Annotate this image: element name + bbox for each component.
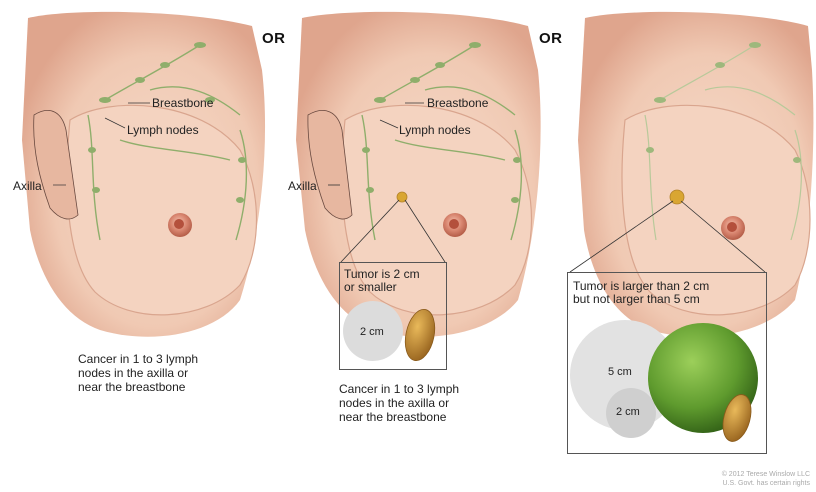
caption-2-line-2: nodes in the axilla or (339, 396, 459, 410)
lymph-nodes-label-1: Lymph nodes (127, 123, 199, 137)
caption-2: Cancer in 1 to 3 lymph nodes in the axil… (339, 382, 459, 424)
axilla-label-1: Axilla (13, 179, 42, 193)
or-separator-1: OR (262, 30, 286, 47)
nipple-center-3 (727, 222, 737, 232)
breastbone-label-2: Breastbone (427, 96, 488, 110)
caption-1: Cancer in 1 to 3 lymph nodes in the axil… (78, 352, 198, 394)
size-label-2cm: 2 cm (360, 325, 384, 339)
credit-line-2: U.S. Govt. has certain rights (660, 479, 810, 488)
size-label-2cm-b: 2 cm (616, 405, 640, 419)
tumor-box-3-line-2: but not larger than 5 cm (573, 293, 709, 306)
or-separator-2: OR (539, 30, 563, 47)
caption-1-line-2: nodes in the axilla or (78, 366, 198, 380)
tumor-box-3-text: Tumor is larger than 2 cm but not larger… (573, 280, 709, 306)
tumor-box-2-line-2: or smaller (344, 281, 420, 294)
breastbone-label-1: Breastbone (152, 96, 213, 110)
caption-2-line-1: Cancer in 1 to 3 lymph (339, 382, 459, 396)
panel-1-illustration (22, 12, 265, 337)
copyright-credit: © 2012 Terese Winslow LLC U.S. Govt. has… (660, 470, 810, 488)
tumor-box-2-text: Tumor is 2 cm or smaller (344, 268, 420, 294)
caption-1-line-1: Cancer in 1 to 3 lymph (78, 352, 198, 366)
caption-1-line-3: near the breastbone (78, 380, 198, 394)
nipple-center-1 (174, 219, 184, 229)
caption-2-line-3: near the breastbone (339, 410, 459, 424)
nipple-center-2 (449, 219, 459, 229)
credit-line-1: © 2012 Terese Winslow LLC (660, 470, 810, 479)
axilla-label-2: Axilla (288, 179, 317, 193)
lymph-nodes-label-2: Lymph nodes (399, 123, 471, 137)
size-label-5cm: 5 cm (608, 365, 632, 379)
